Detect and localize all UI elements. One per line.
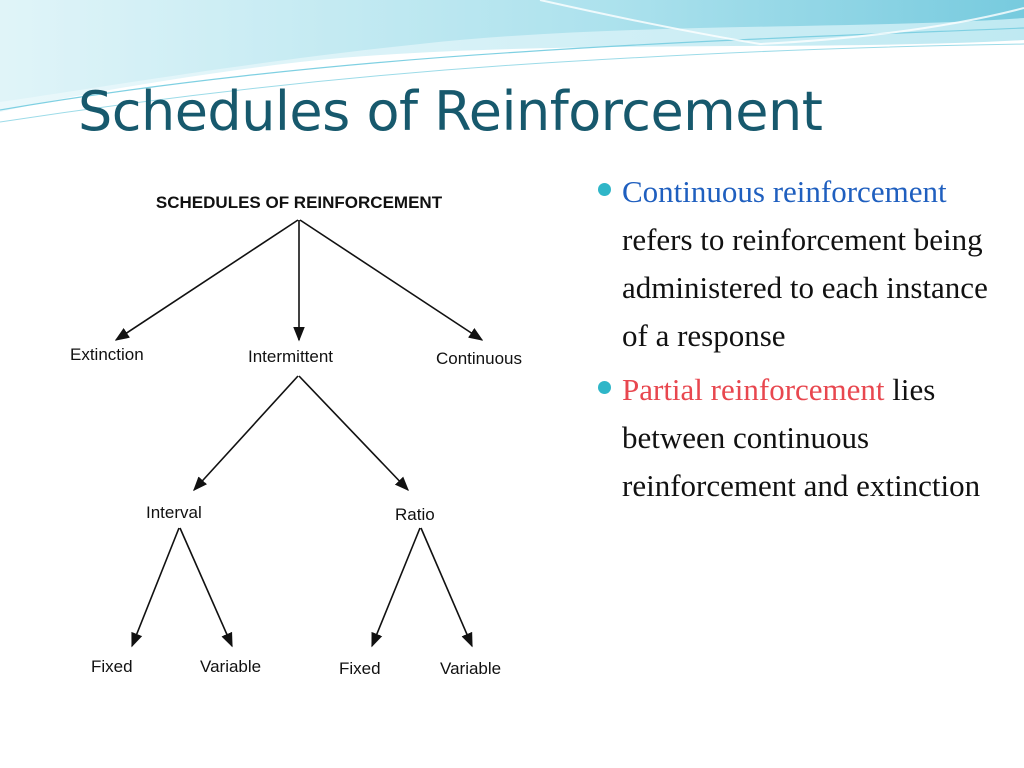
slide-title: Schedules of Reinforcement bbox=[78, 80, 823, 143]
node-interval-variable: Variable bbox=[200, 657, 261, 676]
term-partial-reinforcement: Partial reinforcement bbox=[622, 372, 885, 407]
bullet-item-continuous: Continuous reinforcement refers to reinf… bbox=[594, 168, 1019, 360]
arrow-ratio-to-fixed bbox=[371, 527, 421, 648]
node-intermittent: Intermittent bbox=[248, 347, 333, 366]
bullet-dot-icon bbox=[598, 381, 611, 394]
node-ratio: Ratio bbox=[395, 505, 435, 524]
node-ratio-fixed: Fixed bbox=[339, 659, 381, 678]
arrow-root-to-continuous bbox=[299, 219, 484, 341]
arrow-interval-to-variable bbox=[179, 527, 233, 648]
header-swoosh-decoration bbox=[0, 0, 1024, 123]
node-extinction: Extinction bbox=[70, 345, 144, 364]
arrow-root-to-extinction bbox=[114, 219, 299, 341]
bullet-text-partial: lies between continuous reinforcement an… bbox=[622, 372, 981, 503]
bullet-list: Continuous reinforcement refers to reinf… bbox=[594, 168, 1019, 516]
node-continuous: Continuous bbox=[436, 349, 522, 368]
term-continuous-reinforcement: Continuous reinforcement bbox=[622, 174, 947, 209]
swoosh-line-3 bbox=[539, 0, 1024, 46]
bullet-item-partial: Partial reinforcement lies between conti… bbox=[594, 366, 1019, 510]
node-interval: Interval bbox=[146, 503, 202, 522]
bullet-dot-icon bbox=[598, 183, 611, 196]
arrow-interval-to-fixed bbox=[131, 527, 180, 648]
node-ratio-variable: Variable bbox=[440, 659, 501, 678]
arrow-intermittent-to-ratio bbox=[298, 375, 409, 492]
bullet-text-continuous: refers to reinforcement being administer… bbox=[622, 222, 988, 353]
node-interval-fixed: Fixed bbox=[91, 657, 133, 676]
arrow-intermittent-to-interval bbox=[193, 375, 299, 492]
swoosh-line-2 bbox=[0, 43, 1024, 123]
arrow-ratio-to-variable bbox=[420, 527, 473, 648]
schedules-tree-diagram: SCHEDULES OF REINFORCEMENT Extinction In… bbox=[34, 168, 564, 728]
swoosh-band-front bbox=[0, 0, 1024, 102]
diagram-heading: SCHEDULES OF REINFORCEMENT bbox=[156, 193, 443, 212]
